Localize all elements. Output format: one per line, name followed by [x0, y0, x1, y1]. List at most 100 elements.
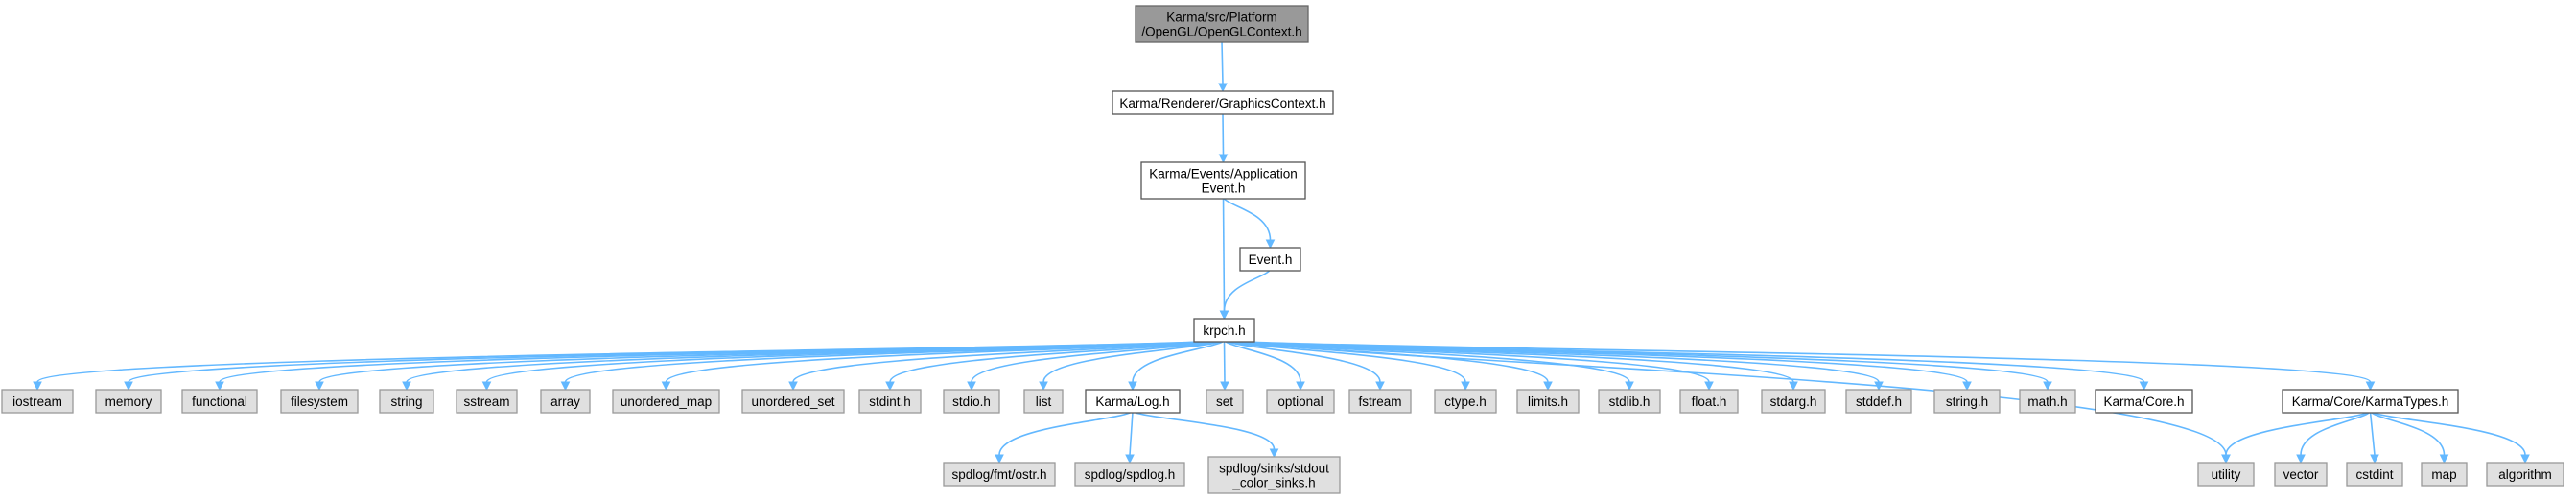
arrowhead-icon	[1543, 381, 1553, 392]
node-label: stdlib.h	[1609, 394, 1651, 409]
node-label: krpch.h	[1203, 323, 1245, 338]
node-box	[2421, 462, 2468, 487]
arrowhead-icon	[2296, 454, 2306, 465]
node-box	[2019, 389, 2076, 414]
node-stdarg-h[interactable]: stdarg.h	[1761, 389, 1826, 414]
node-stdout-sinks[interactable]: spdlog/sinks/stdout_color_sinks.h	[1207, 456, 1341, 494]
node-stdlib-h[interactable]: stdlib.h	[1598, 389, 1661, 414]
node-label: Event.h	[1202, 181, 1246, 196]
node-fmt-ostr[interactable]: spdlog/fmt/ostr.h	[943, 462, 1056, 487]
node-label: Event.h	[1249, 252, 1293, 267]
node-algorithm[interactable]: algorithm	[2486, 462, 2564, 487]
node-iostream[interactable]: iostream	[1, 389, 74, 414]
node-label: spdlog/spdlog.h	[1085, 467, 1176, 482]
node-map[interactable]: map	[2421, 462, 2468, 487]
node-label: iostream	[12, 394, 62, 409]
node-stdint-h[interactable]: stdint.h	[858, 389, 922, 414]
node-box	[2486, 462, 2564, 487]
edge-graphics_context-to-application_event	[1218, 113, 1229, 164]
node-karma-types[interactable]: Karma/Core/KarmaTypes.h	[2282, 389, 2459, 414]
edge-opengl_context-to-graphics_context	[1218, 41, 1228, 93]
node-fstream[interactable]: fstream	[1348, 389, 1412, 414]
edge-event_h-to-krpch_h	[1219, 270, 1271, 321]
node-karma-core[interactable]: Karma/Core.h	[2095, 389, 2193, 414]
node-label: /OpenGL/OpenGLContext.h	[1141, 25, 1301, 39]
edge-krpch_h-to-fstream	[1227, 341, 1385, 392]
arrowhead-icon	[2139, 381, 2149, 392]
node-utility[interactable]: utility	[2197, 462, 2255, 487]
arrowhead-icon	[1218, 154, 1229, 164]
edge-krpch_h-to-unordered_map	[661, 341, 1213, 392]
node-label: unordered_set	[751, 394, 834, 409]
node-label: filesystem	[291, 394, 348, 409]
node-label: float.h	[1692, 394, 1727, 409]
node-functional[interactable]: functional	[181, 389, 258, 414]
arrowhead-icon	[2221, 454, 2231, 465]
node-krpch-h[interactable]: krpch.h	[1193, 318, 1255, 343]
node-float-h[interactable]: float.h	[1679, 389, 1739, 414]
node-ctype-h[interactable]: ctype.h	[1434, 389, 1497, 414]
node-label: vector	[2283, 467, 2319, 482]
node-filesystem[interactable]: filesystem	[280, 389, 359, 414]
arrowhead-icon	[1461, 381, 1470, 392]
node-box	[1140, 161, 1306, 200]
node-label: algorithm	[2498, 467, 2552, 482]
node-label: set	[1216, 394, 1233, 409]
node-box	[1023, 389, 1064, 414]
node-box	[1085, 389, 1181, 414]
node-label: map	[2431, 467, 2456, 482]
node-graphics-context[interactable]: Karma/Renderer/GraphicsContext.h	[1112, 90, 1334, 115]
arrowhead-icon	[1625, 381, 1634, 392]
arrowhead-icon	[1375, 381, 1385, 392]
arrowhead-icon	[481, 381, 492, 392]
node-stddef-h[interactable]: stddef.h	[1845, 389, 1912, 414]
node-karma-log[interactable]: Karma/Log.h	[1085, 389, 1181, 414]
arrowhead-icon	[2370, 454, 2379, 465]
node-label: optional	[1277, 394, 1323, 409]
node-string-h[interactable]: string.h	[1933, 389, 2001, 414]
node-box	[95, 389, 162, 414]
edge-krpch_h-to-karma_types	[1247, 341, 2376, 392]
node-optional[interactable]: optional	[1266, 389, 1335, 414]
node-memory[interactable]: memory	[95, 389, 162, 414]
edge-krpch_h-to-stdint_h	[885, 341, 1218, 392]
arrowhead-icon	[2439, 454, 2449, 465]
node-unordered-map[interactable]: unordered_map	[612, 389, 720, 414]
node-math-h[interactable]: math.h	[2019, 389, 2076, 414]
node-label: ctype.h	[1444, 394, 1487, 409]
node-cstdint[interactable]: cstdint	[2346, 462, 2403, 487]
node-label: array	[550, 394, 580, 409]
node-label: utility	[2212, 467, 2241, 482]
arrowhead-icon	[1125, 454, 1135, 465]
node-box	[1193, 318, 1255, 343]
node-sstream[interactable]: sstream	[456, 389, 518, 414]
node-array[interactable]: array	[540, 389, 591, 414]
node-set[interactable]: set	[1206, 389, 1244, 414]
node-label: stdarg.h	[1770, 394, 1817, 409]
node-box	[1348, 389, 1412, 414]
node-label: sstream	[463, 394, 509, 409]
arrowhead-icon	[1218, 83, 1228, 93]
arrowhead-icon	[1704, 381, 1714, 392]
node-box	[1845, 389, 1912, 414]
arrowhead-icon	[1128, 381, 1137, 392]
node-box	[1207, 456, 1341, 494]
node-unordered-set[interactable]: unordered_set	[741, 389, 845, 414]
node-event-h[interactable]: Event.h	[1239, 247, 1301, 272]
node-list[interactable]: list	[1023, 389, 1064, 414]
node-box	[2197, 462, 2255, 487]
edge-krpch_h-to-karma_log	[1128, 341, 1223, 392]
node-label: Karma/Core/KarmaTypes.h	[2292, 394, 2449, 409]
edge-krpch_h-to-set	[1220, 341, 1229, 392]
node-stdio-h[interactable]: stdio.h	[943, 389, 1000, 414]
node-string[interactable]: string	[379, 389, 434, 414]
node-spdlog-h[interactable]: spdlog/spdlog.h	[1074, 462, 1185, 487]
arrowhead-icon	[2043, 381, 2052, 392]
arrowhead-icon	[1789, 381, 1798, 392]
node-label: Karma/src/Platform	[1166, 11, 1277, 25]
node-label: Karma/Log.h	[1095, 394, 1169, 409]
arrowhead-icon	[215, 381, 224, 392]
node-limits-h[interactable]: limits.h	[1516, 389, 1580, 414]
node-vector[interactable]: vector	[2274, 462, 2328, 487]
